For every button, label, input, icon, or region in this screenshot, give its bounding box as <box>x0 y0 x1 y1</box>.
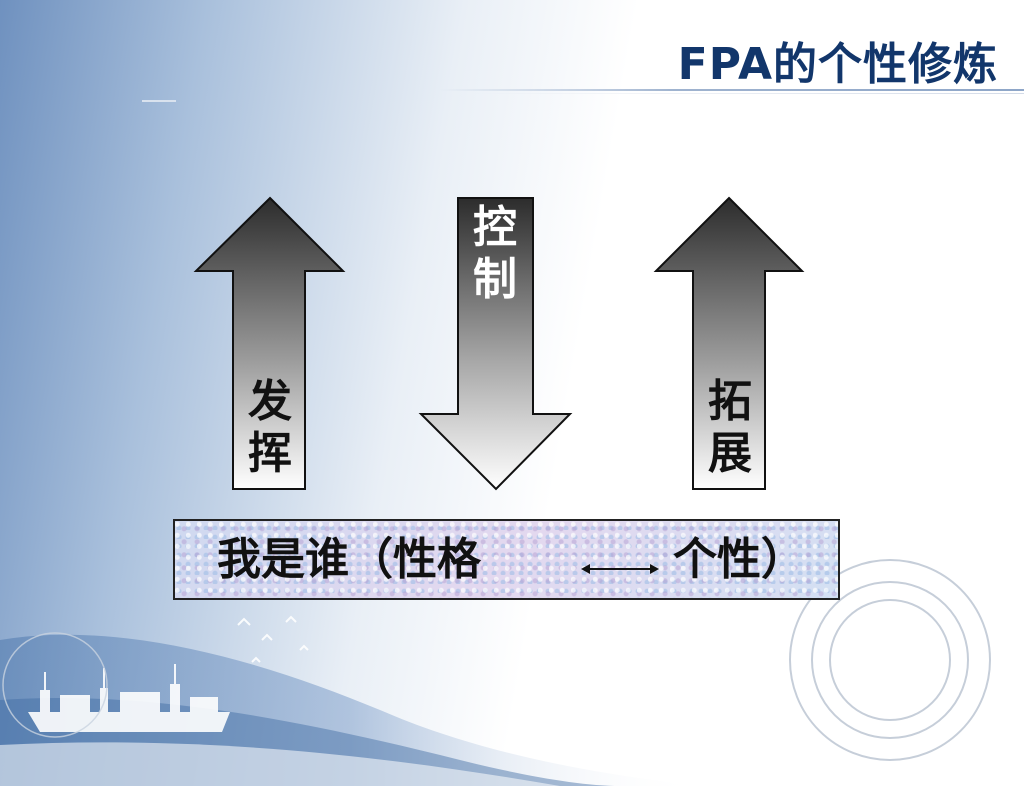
title-underline <box>440 89 1024 91</box>
slide-title: FPA的个性修炼 <box>677 39 998 90</box>
wave-decoration <box>0 742 560 786</box>
arrow-label-fahui: 发 挥 <box>245 376 295 480</box>
ship-icon <box>28 664 230 732</box>
birds-icon <box>237 615 309 663</box>
up-arrow-fahui <box>193 196 346 490</box>
rings-decoration <box>2 632 108 738</box>
up-arrow-tuozhan <box>653 196 805 490</box>
arrow-label-char: 控 <box>473 202 517 253</box>
down-arrow-kongzhi <box>418 197 573 491</box>
double-headed-arrow-icon <box>581 564 659 574</box>
arrow-label-char: 制 <box>473 254 517 305</box>
arrow-label-char: 展 <box>708 428 752 479</box>
identity-box-right-text: 个性） <box>673 534 805 585</box>
rings-decoration <box>789 559 991 761</box>
arrow-label-kongzhi: 控 制 <box>470 202 520 306</box>
title-underline-shadow <box>470 93 1024 94</box>
identity-box-left-text: 我是谁（性格 <box>217 534 481 585</box>
arrow-label-char: 发 <box>248 376 292 427</box>
identity-box: 我是谁（性格 个性） <box>173 519 840 600</box>
arrow-label-tuozhan: 拓 展 <box>705 376 755 480</box>
arrow-label-char: 拓 <box>708 376 752 427</box>
arrow-label-char: 挥 <box>248 428 292 479</box>
